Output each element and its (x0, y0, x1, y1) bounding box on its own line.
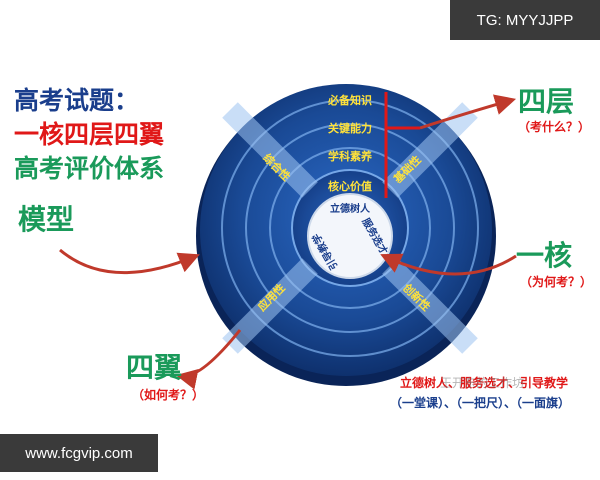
label-one-core: 一核 (516, 239, 573, 272)
label-four-wings: 四翼 (126, 351, 183, 384)
label-four-layers: 四层 (518, 85, 575, 118)
layer-label-4: 核心价值 (328, 179, 372, 193)
wing-dividers (222, 102, 478, 354)
core-circle (307, 193, 393, 279)
label-one-core-sub: （为何考？） (520, 275, 593, 289)
title-line-2: 一核四层四翼 (14, 120, 165, 149)
watermark-top: TG: MYYJJPP (450, 0, 600, 40)
ring-1 (221, 99, 479, 357)
label-four-wings-sub: （如何考？） (132, 388, 205, 402)
arrow-from-model (59, 248, 200, 275)
title-line-3: 高考评价体系 (14, 154, 165, 183)
watermark-bottom: www.fcgvip.com (0, 434, 158, 472)
watermark-center: 王开东的工作坊 (440, 376, 525, 390)
title-line-1: 高考试题： (14, 86, 140, 115)
core-label-1: 立德树人 (330, 202, 371, 215)
title-block: 高考试题： 一核四层四翼 高考评价体系 (14, 84, 164, 186)
layer-label-3: 学科素养 (328, 149, 373, 163)
arrow-to-four-wings (175, 329, 242, 390)
bottom-text-metaphors: （一堂课）、（一把尺）、（一面旗） (390, 396, 571, 410)
ring-2 (245, 123, 455, 333)
label-four-layers-sub: （考什么？） (518, 120, 591, 134)
arrow-to-one-core (380, 253, 517, 276)
layer-label-2: 关键能力 (328, 121, 372, 135)
label-model: 模型 (18, 203, 75, 236)
layer-label-1: 必备知识 (327, 93, 372, 107)
arrow-to-four-layers (419, 94, 517, 130)
bottom-text-roles: 立德树人、服务选才、引导教学 (400, 376, 569, 390)
layers-bracket (384, 92, 420, 198)
ring-3 (269, 147, 431, 309)
